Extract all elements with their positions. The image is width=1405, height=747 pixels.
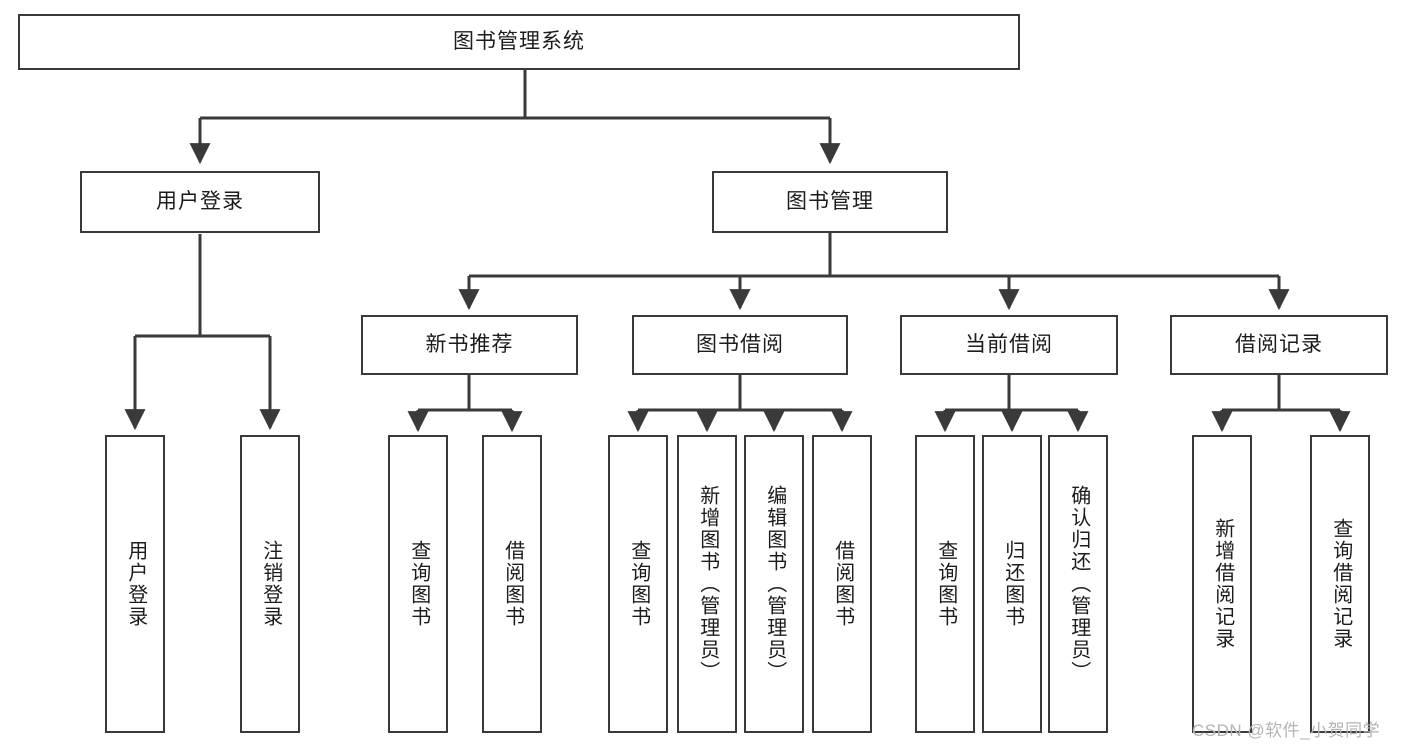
csdn-watermark: CSDN @软件_小贺同学 — [1192, 721, 1381, 740]
node-root-system[interactable]: 图书管理系统 — [18, 14, 1020, 70]
leaf-user-login-signin[interactable]: 用户登录 — [105, 435, 165, 733]
leaf-borrow-edit-book-admin[interactable]: 编辑图书（管理员） — [744, 435, 804, 733]
leaf-borrow-borrow-book[interactable]: 借阅图书 — [812, 435, 872, 733]
leaf-borrow-query-book[interactable]: 查询图书 — [608, 435, 668, 733]
leaf-recommend-query-book[interactable]: 查询图书 — [388, 435, 448, 733]
node-new-book-recommend[interactable]: 新书推荐 — [361, 315, 578, 375]
node-label: 借阅图书 — [831, 540, 854, 628]
node-label: 编辑图书（管理员） — [763, 485, 786, 683]
node-label: 确认归还（管理员） — [1067, 485, 1090, 683]
leaf-recommend-borrow-book[interactable]: 借阅图书 — [482, 435, 542, 733]
node-label: 归还图书 — [1001, 540, 1024, 628]
node-label: 图书管理 — [786, 190, 874, 214]
leaf-current-return-book[interactable]: 归还图书 — [982, 435, 1042, 733]
leaf-current-query-book[interactable]: 查询图书 — [915, 435, 975, 733]
node-label: 借阅图书 — [501, 540, 524, 628]
node-label: 新增图书（管理员） — [696, 485, 719, 683]
node-label: 查询借阅记录 — [1329, 518, 1352, 650]
node-borrow-record[interactable]: 借阅记录 — [1170, 315, 1388, 375]
leaf-user-login-signout[interactable]: 注销登录 — [240, 435, 300, 733]
leaf-record-add-record[interactable]: 新增借阅记录 — [1192, 435, 1252, 733]
leaf-borrow-add-book-admin[interactable]: 新增图书（管理员） — [677, 435, 737, 733]
node-label: 查询图书 — [934, 540, 957, 628]
leaf-current-confirm-return-admin[interactable]: 确认归还（管理员） — [1048, 435, 1108, 733]
node-label: 查询图书 — [407, 540, 430, 628]
node-current-borrow[interactable]: 当前借阅 — [900, 315, 1118, 375]
node-label: 新增借阅记录 — [1211, 518, 1234, 650]
node-user-login[interactable]: 用户登录 — [80, 171, 320, 233]
node-label: 当前借阅 — [965, 333, 1053, 357]
node-label: 借阅记录 — [1235, 333, 1323, 357]
node-label: 查询图书 — [627, 540, 650, 628]
node-label: 图书借阅 — [696, 333, 784, 357]
node-book-borrow[interactable]: 图书借阅 — [632, 315, 848, 375]
node-label: 新书推荐 — [425, 333, 514, 357]
node-book-management[interactable]: 图书管理 — [712, 171, 948, 233]
leaf-record-query-record[interactable]: 查询借阅记录 — [1310, 435, 1370, 733]
node-label: 注销登录 — [259, 540, 282, 628]
node-label: 用户登录 — [124, 540, 147, 628]
node-label: 图书管理系统 — [453, 30, 585, 54]
node-label: 用户登录 — [156, 190, 244, 214]
